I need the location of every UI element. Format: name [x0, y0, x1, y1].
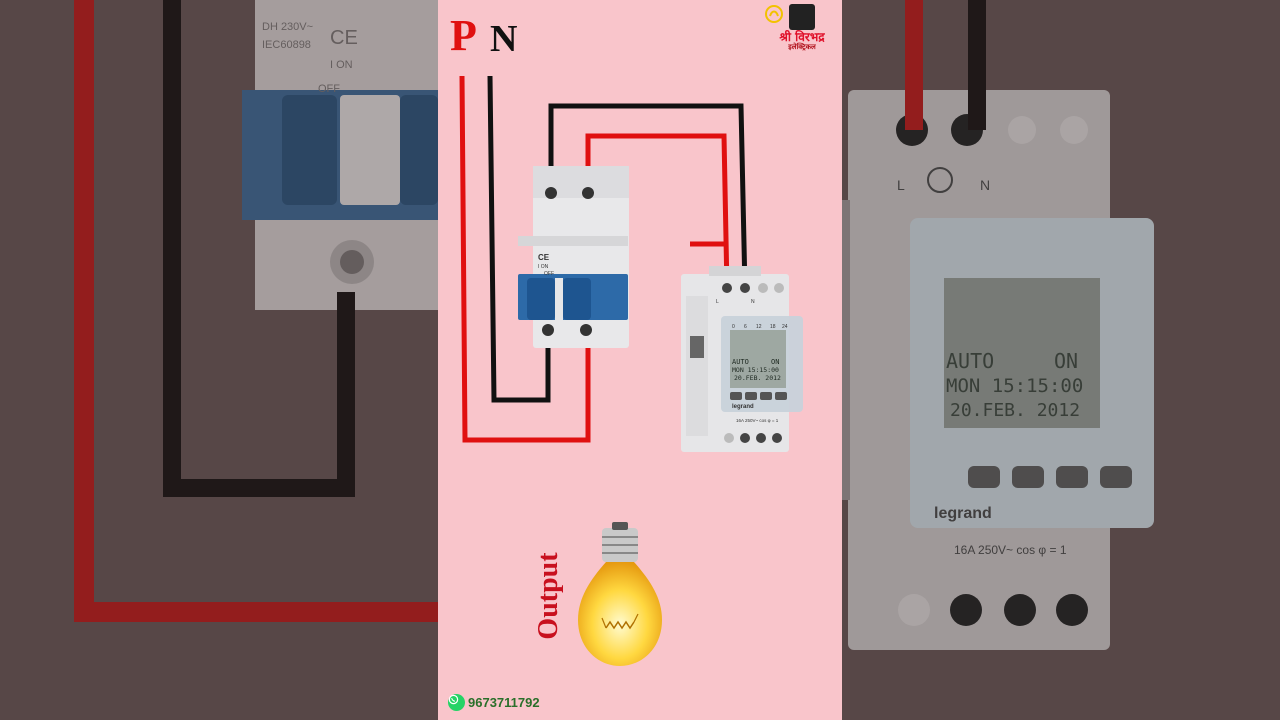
neutral-label: N: [490, 18, 518, 60]
timer-state: ON: [771, 358, 779, 366]
svg-text:CE: CE: [330, 27, 358, 49]
svg-text:L: L: [897, 177, 905, 193]
mcb-top-terminal-left: [545, 187, 557, 199]
brand-subtitle: इलेक्ट्रिकल: [788, 43, 816, 52]
timer-scale-6: 6: [744, 324, 747, 330]
mcb-toggle-right: [563, 278, 591, 320]
svg-text:MON 15:15:00: MON 15:15:00: [946, 375, 1083, 397]
timer-scale-24: 24: [782, 324, 788, 330]
timer-scale-18: 18: [770, 324, 776, 330]
svg-text:16A 250V~ cos φ = 1: 16A 250V~ cos φ = 1: [954, 543, 1067, 557]
brand-logo-block: श्री विरभद्र इलेक्ट्रिकल: [764, 4, 840, 51]
svg-text:N: N: [980, 177, 990, 193]
left-zoom-panel: DH 230V~ IEC60898 CE I ON OFF: [0, 0, 438, 720]
svg-text:legrand: legrand: [934, 505, 992, 522]
timer-terminal-l: L: [716, 299, 719, 305]
digital-timer: L N 0 6 12 18 24 AUTO ON MON 15:15:00 20…: [681, 266, 803, 452]
timer-rating: 16A 250V~ cos φ = 1: [736, 418, 779, 423]
timer-mode: AUTO: [732, 358, 749, 366]
svg-text:I ON: I ON: [330, 59, 353, 71]
neutral-input-wire: [487, 75, 551, 403]
timer-date: 20.FEB. 2012: [734, 374, 781, 382]
svg-text:AUTO: AUTO: [946, 349, 994, 373]
svg-text:IEC60898: IEC60898: [262, 39, 311, 51]
phase-label: P: [450, 11, 477, 60]
mcb-breaker: CE I ON OFF: [518, 166, 629, 348]
right-zoom-panel: L N AUTO ON MON 15:15:00 20.FEB. 2012 le…: [842, 0, 1280, 720]
timer-scale-0: 0: [732, 324, 735, 330]
brand-name: श्री विरभद्र: [779, 30, 825, 44]
contact-block[interactable]: 9673711792: [448, 694, 540, 711]
svg-text:ON: ON: [1054, 349, 1078, 373]
mcb-ce-mark: CE: [538, 253, 550, 262]
mcb-bottom-terminal-right: [580, 324, 592, 336]
left-zoom-black-wire: [163, 0, 355, 497]
svg-text:OFF: OFF: [318, 83, 340, 95]
brand-logo-icon: [765, 4, 815, 30]
light-bulb: [578, 522, 662, 666]
timer-terminal-n: N: [751, 299, 755, 305]
mcb-off-label: OFF: [544, 271, 554, 277]
mcb-neutral-to-timer-wire: [548, 103, 748, 291]
wiring-diagram: CE I ON OFF L N 0 6 12 18 24: [459, 75, 803, 666]
timer-day-time: MON 15:15:00: [732, 366, 779, 374]
whatsapp-icon: [448, 694, 465, 711]
phone-number[interactable]: 9673711792: [468, 695, 540, 710]
left-zoom-red-wire: [74, 0, 438, 622]
svg-text:DH 230V~: DH 230V~: [262, 21, 313, 33]
phase-input-wire: [459, 75, 591, 443]
left-zoom-illustration: DH 230V~ IEC60898 CE I ON OFF: [0, 0, 438, 720]
mcb-on-label: I ON: [538, 264, 549, 270]
wiring-diagram-panel: CE I ON OFF L N 0 6 12 18 24: [438, 0, 842, 720]
mcb-top-terminal-right: [582, 187, 594, 199]
timer-scale-12: 12: [756, 324, 762, 330]
mcb-toggle-left: [527, 278, 555, 320]
timer-brand: legrand: [732, 404, 754, 410]
mcb-bottom-terminal-left: [542, 324, 554, 336]
output-label: Output: [533, 552, 564, 640]
right-zoom-illustration: L N AUTO ON MON 15:15:00 20.FEB. 2012 le…: [842, 0, 1280, 720]
svg-text:20.FEB. 2012: 20.FEB. 2012: [950, 400, 1080, 421]
